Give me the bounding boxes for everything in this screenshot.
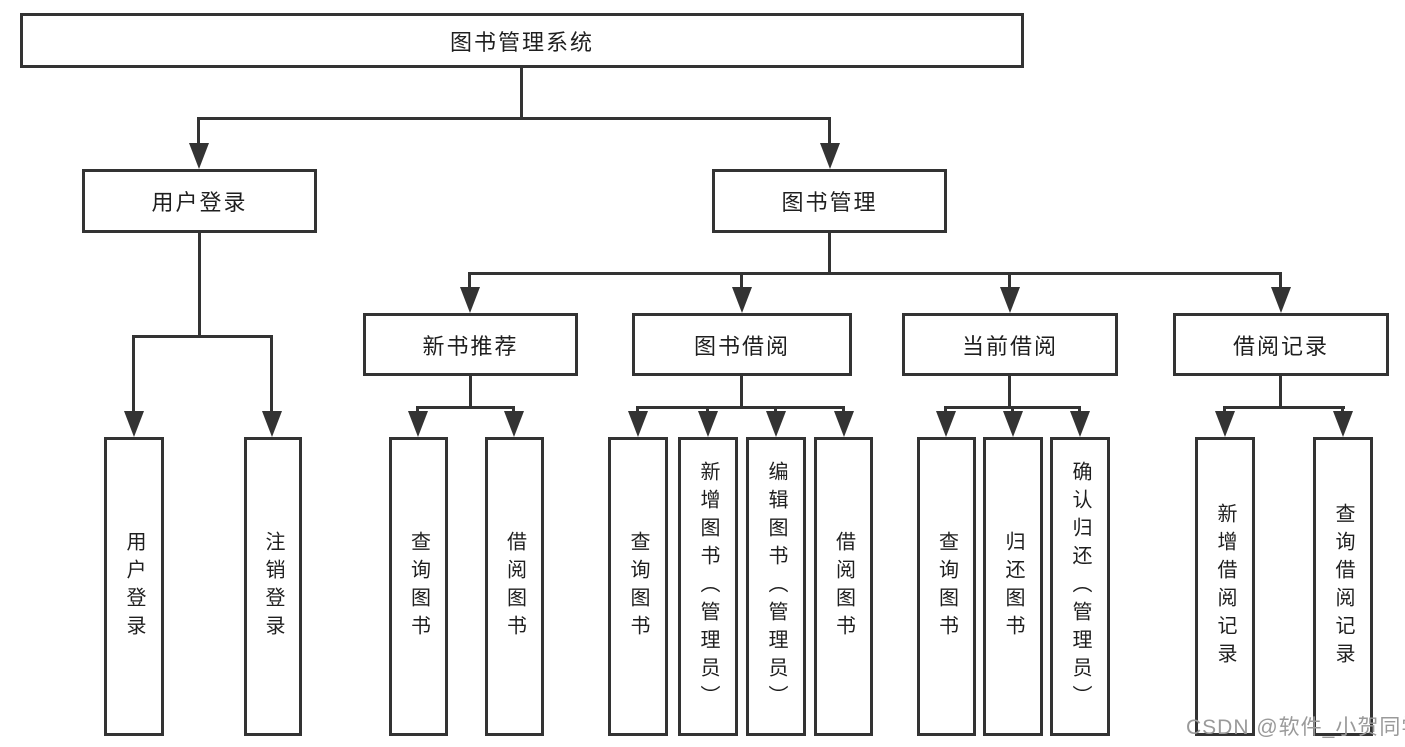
node-current-borrow: 当前借阅 bbox=[902, 313, 1118, 376]
connector-arrow-stem bbox=[132, 335, 135, 415]
node-library-system: 图书管理系统 bbox=[20, 13, 1024, 68]
arrowhead-icon bbox=[1271, 287, 1291, 313]
node-borrow-records: 借阅记录 bbox=[1173, 313, 1389, 376]
arrowhead-icon bbox=[820, 143, 840, 169]
arrowhead-icon bbox=[936, 411, 956, 437]
node-user-login: 用户登录 bbox=[82, 169, 317, 233]
arrowhead-icon bbox=[1003, 411, 1023, 437]
connector-line bbox=[740, 376, 743, 409]
arrowhead-icon bbox=[834, 411, 854, 437]
arrowhead-icon bbox=[124, 411, 144, 437]
connector-arrow-stem bbox=[842, 406, 845, 415]
connector-line bbox=[520, 68, 523, 119]
connector-line bbox=[198, 117, 831, 120]
arrowhead-icon bbox=[1333, 411, 1353, 437]
leaf-user-login: 用户登录 bbox=[104, 437, 164, 736]
connector-arrow-stem bbox=[416, 406, 419, 415]
arrowhead-icon bbox=[189, 143, 209, 169]
connector-line bbox=[1008, 376, 1011, 409]
node-new-book-recommend: 新书推荐 bbox=[363, 313, 578, 376]
connector-arrow-stem bbox=[197, 117, 200, 147]
connector-arrow-stem bbox=[944, 406, 947, 415]
connector-arrow-stem bbox=[512, 406, 515, 415]
leaf-confirm-return-admin: 确认归还（管理员） bbox=[1050, 437, 1110, 736]
arrowhead-icon bbox=[1215, 411, 1235, 437]
leaf-query-books-borrow: 查询图书 bbox=[608, 437, 668, 736]
node-book-management: 图书管理 bbox=[712, 169, 947, 233]
connector-arrow-stem bbox=[636, 406, 639, 415]
connector-arrow-stem bbox=[270, 335, 273, 415]
arrowhead-icon bbox=[766, 411, 786, 437]
connector-line bbox=[417, 406, 515, 409]
connector-arrow-stem bbox=[740, 272, 743, 291]
connector-line bbox=[469, 376, 472, 409]
connector-arrow-stem bbox=[828, 117, 831, 147]
connector-line bbox=[637, 406, 845, 409]
leaf-query-books-current: 查询图书 bbox=[917, 437, 976, 736]
arrowhead-icon bbox=[460, 287, 480, 313]
leaf-borrow-books: 借阅图书 bbox=[814, 437, 873, 736]
leaf-logout: 注销登录 bbox=[244, 437, 302, 736]
leaf-edit-books-admin: 编辑图书（管理员） bbox=[746, 437, 806, 736]
arrowhead-icon bbox=[732, 287, 752, 313]
node-book-borrow: 图书借阅 bbox=[632, 313, 852, 376]
arrowhead-icon bbox=[628, 411, 648, 437]
connector-line bbox=[1279, 376, 1282, 409]
connector-line bbox=[133, 335, 273, 338]
leaf-add-books-admin: 新增图书（管理员） bbox=[678, 437, 738, 736]
leaf-query-books-recommend: 查询图书 bbox=[389, 437, 448, 736]
connector-line bbox=[828, 233, 831, 274]
connector-line bbox=[469, 272, 1282, 275]
leaf-borrow-books-recommend: 借阅图书 bbox=[485, 437, 544, 736]
connector-line bbox=[198, 233, 201, 336]
watermark: CSDN @软件_小贺同学 bbox=[1186, 716, 1405, 739]
connector-arrow-stem bbox=[468, 272, 471, 291]
leaf-query-borrow-record: 查询借阅记录 bbox=[1313, 437, 1373, 736]
connector-arrow-stem bbox=[706, 406, 709, 415]
arrowhead-icon bbox=[504, 411, 524, 437]
connector-line bbox=[1224, 406, 1345, 409]
arrowhead-icon bbox=[408, 411, 428, 437]
connector-arrow-stem bbox=[1078, 406, 1081, 415]
arrowhead-icon bbox=[262, 411, 282, 437]
arrowhead-icon bbox=[698, 411, 718, 437]
connector-arrow-stem bbox=[1223, 406, 1226, 415]
connector-arrow-stem bbox=[1279, 272, 1282, 291]
connector-arrow-stem bbox=[1341, 406, 1344, 415]
connector-arrow-stem bbox=[1011, 406, 1014, 415]
leaf-return-books: 归还图书 bbox=[983, 437, 1043, 736]
leaf-add-borrow-record: 新增借阅记录 bbox=[1195, 437, 1255, 736]
connector-arrow-stem bbox=[774, 406, 777, 415]
connector-arrow-stem bbox=[1008, 272, 1011, 291]
arrowhead-icon bbox=[1000, 287, 1020, 313]
arrowhead-icon bbox=[1070, 411, 1090, 437]
